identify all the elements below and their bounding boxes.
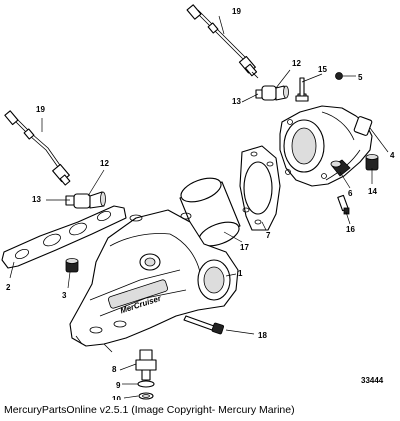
plug-6[interactable] xyxy=(330,159,351,177)
callout-15: 15 xyxy=(318,65,327,74)
callout-9: 9 xyxy=(116,381,121,390)
bolt-18[interactable] xyxy=(183,315,225,335)
callout-12-top: 12 xyxy=(292,59,301,68)
callout-1: 1 xyxy=(238,269,243,278)
callout-4: 4 xyxy=(390,151,395,160)
callout-19-top: 19 xyxy=(232,7,241,16)
callout-12-left: 12 xyxy=(100,159,109,168)
callout-8: 8 xyxy=(112,365,117,374)
oxygen-sensor-lower[interactable] xyxy=(4,110,71,186)
bolt-15[interactable] xyxy=(295,77,309,102)
elbow-gasket[interactable] xyxy=(239,145,281,231)
callout-2: 2 xyxy=(6,283,11,292)
callout-6: 6 xyxy=(348,189,353,198)
callout-17: 17 xyxy=(240,243,249,252)
plug-14[interactable] xyxy=(365,154,379,171)
callout-3: 3 xyxy=(62,291,67,300)
callout-13-left: 13 xyxy=(32,195,41,204)
oxygen-sensor-upper[interactable] xyxy=(186,4,259,79)
callout-14: 14 xyxy=(368,187,377,196)
callout-19-left: 19 xyxy=(36,105,45,114)
fitting-16[interactable] xyxy=(337,194,350,215)
exhaust-elbow[interactable] xyxy=(279,105,373,187)
callout-10: 10 xyxy=(112,395,121,400)
image-caption: MercuryPartsOnline v2.5.1 (Image Copyrig… xyxy=(4,404,295,416)
cap-3[interactable] xyxy=(65,258,79,273)
fitting-lower[interactable] xyxy=(65,191,106,209)
callout-7: 7 xyxy=(266,231,271,240)
callout-5: 5 xyxy=(358,73,363,82)
callout-13-top: 13 xyxy=(232,97,241,106)
fitting-upper[interactable] xyxy=(255,85,289,101)
diagram-drawing: MerCruiser xyxy=(1,4,395,400)
callout-18: 18 xyxy=(258,331,267,340)
diagram-code: 33444 xyxy=(361,376,384,385)
callout-16: 16 xyxy=(346,225,355,234)
exhaust-sleeve[interactable] xyxy=(178,173,242,250)
drain-fitting[interactable] xyxy=(135,349,157,400)
nut-5[interactable] xyxy=(335,72,343,80)
manifold-gasket[interactable] xyxy=(1,205,127,269)
exhaust-manifold[interactable]: MerCruiser xyxy=(69,209,239,353)
